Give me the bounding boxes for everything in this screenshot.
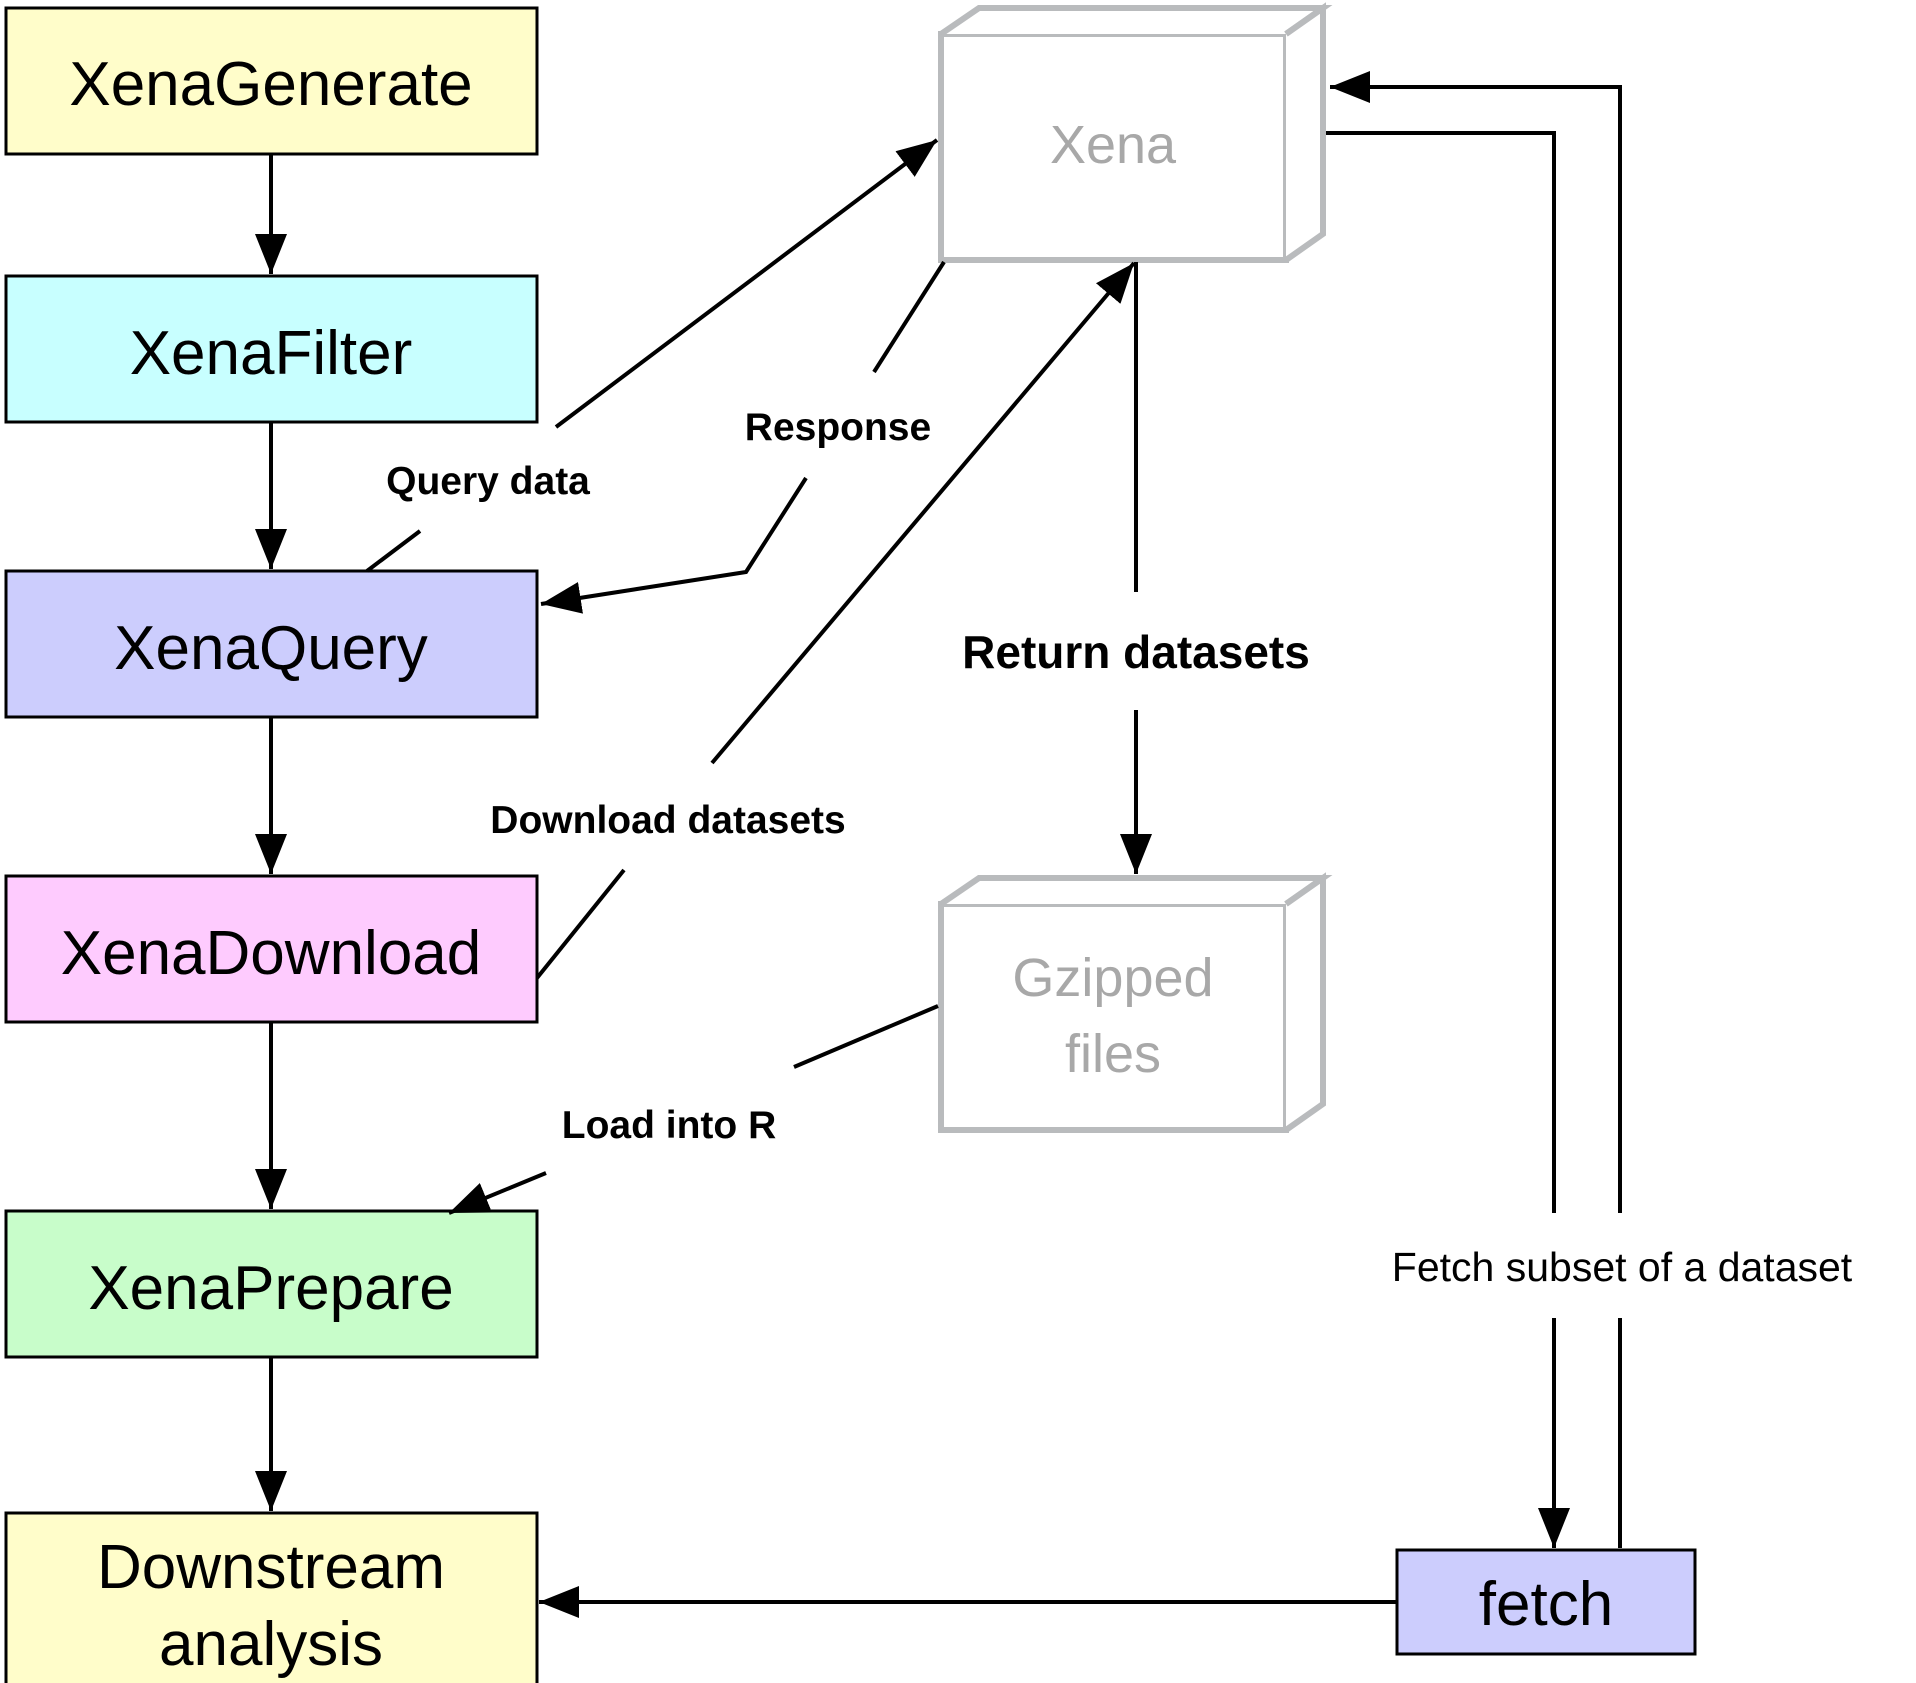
edge-response-upper [872, 260, 946, 374]
xena-query-label: XenaQuery [114, 614, 428, 683]
downstream-analysis-box: Downstream analysis [4, 1511, 539, 1683]
fetch-box: fetch [1395, 1548, 1697, 1656]
edge-query-data-upper [554, 138, 939, 429]
xena-filter-label: XenaFilter [130, 319, 413, 388]
xena-filter-box: XenaFilter [4, 274, 539, 424]
edge-download-upper [710, 261, 1136, 765]
edge-load-upper [793, 1004, 939, 1069]
edge-label-fetch-subset: Fetch subset of a dataset [1392, 1244, 1853, 1290]
xena-query-box: XenaQuery [4, 569, 539, 719]
edge-label-query-data: Query data [386, 460, 590, 503]
edge-label-return-datasets: Return datasets [962, 626, 1310, 678]
downstream-analysis-line2: analysis [159, 1610, 383, 1679]
edge-fetch-up-upper [1330, 71, 1622, 1213]
edge-fetch-down-upper [1326, 131, 1556, 1213]
downstream-analysis-line1: Downstream [97, 1533, 445, 1602]
xena-prepare-box: XenaPrepare [4, 1209, 539, 1359]
edge-download-lower [535, 868, 626, 980]
edge-label-load-into-r: Load into R [562, 1104, 776, 1147]
xena-server-box: Xena [938, 2, 1333, 263]
gzipped-files-box: Gzipped files [938, 872, 1333, 1133]
xena-generate-box: XenaGenerate [4, 6, 539, 156]
edge-response-lower [540, 476, 808, 614]
gzipped-files-line2: files [1065, 1024, 1161, 1084]
gzipped-files-line1: Gzipped [1012, 948, 1213, 1008]
xena-download-box: XenaDownload [4, 874, 539, 1024]
xena-server-label: Xena [1050, 115, 1177, 175]
xena-download-label: XenaDownload [61, 919, 482, 988]
xena-generate-label: XenaGenerate [69, 50, 472, 119]
xena-prepare-label: XenaPrepare [88, 1254, 453, 1323]
edge-load-lower [448, 1171, 547, 1215]
edge-query-data-lower [365, 529, 422, 573]
fetch-label: fetch [1479, 1570, 1613, 1639]
edge-label-response: Response [745, 406, 931, 449]
edge-label-download-datasets: Download datasets [490, 799, 845, 842]
